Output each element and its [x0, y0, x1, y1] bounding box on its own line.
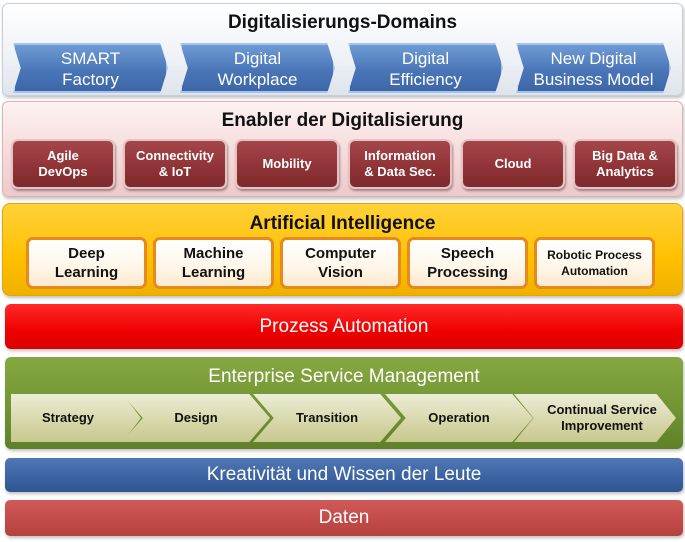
- enabler-mobility: Mobility: [235, 139, 339, 189]
- esm-stage-label: Design: [174, 410, 218, 425]
- esm-stage-transition: Transition: [253, 394, 401, 442]
- esm-title: Enterprise Service Management: [208, 366, 480, 387]
- enabler-label: Connectivity & IoT: [135, 148, 214, 179]
- esm-stage-strategy: Strategy: [11, 394, 141, 442]
- domains-title: Digitalisierungs-Domains: [227, 12, 458, 33]
- ai-robotic-process-automation: Robotic Process Automation: [534, 237, 655, 289]
- enabler-layer: Enabler der Digitalisierung Agile DevOps…: [2, 101, 683, 197]
- enabler-agile-devops: Agile DevOps: [11, 139, 115, 189]
- domain-label: New Digital Business Model: [533, 48, 654, 89]
- enabler-label: Information & Data Sec.: [364, 148, 436, 179]
- esm-stage-operation: Operation: [385, 394, 533, 442]
- esm-stage-design: Design: [122, 394, 270, 442]
- ai-computer-vision: Computer Vision: [280, 237, 401, 289]
- ai-label: Deep Learning: [54, 245, 119, 281]
- enabler-label: Mobility: [262, 156, 312, 171]
- ai-layer: Artificial Intelligence Deep Learning Ma…: [2, 203, 683, 296]
- domain-new-digital-business-model: New Digital Business Model: [516, 43, 671, 93]
- enabler-label: Agile DevOps: [38, 148, 88, 179]
- enabler-cloud: Cloud: [461, 139, 565, 189]
- enabler-big-data-analytics: Big Data & Analytics: [573, 139, 677, 189]
- domain-label: Digital Efficiency: [389, 48, 462, 89]
- enabler-label: Cloud: [494, 156, 532, 171]
- ai-speech-processing: Speech Processing: [407, 237, 528, 289]
- people-knowledge-layer: Kreativität und Wissen der Leute: [5, 458, 683, 492]
- esm-stage-label: Strategy: [41, 410, 95, 425]
- ai-label: Speech Processing: [427, 245, 508, 281]
- esm-layer: Enterprise Service Management Strategy D…: [5, 357, 683, 449]
- esm-stage-label: Operation: [428, 410, 490, 425]
- enabler-information-data-sec: Information & Data Sec.: [348, 139, 452, 189]
- domain-smart-factory: SMART Factory: [13, 43, 168, 93]
- ai-label: Machine Learning: [181, 245, 246, 281]
- enabler-connectivity-iot: Connectivity & IoT: [123, 139, 227, 189]
- domain-label: Digital Workplace: [217, 48, 298, 89]
- ai-title: Artificial Intelligence: [249, 213, 436, 234]
- ai-machine-learning: Machine Learning: [153, 237, 274, 289]
- ai-deep-learning: Deep Learning: [26, 237, 147, 289]
- enabler-label: Big Data & Analytics: [592, 148, 658, 179]
- domain-label: SMART Factory: [60, 48, 121, 89]
- domain-digital-efficiency: Digital Efficiency: [348, 43, 503, 93]
- domain-digital-workplace: Digital Workplace: [180, 43, 335, 93]
- domains-layer: Digitalisierungs-Domains SMART Factory D…: [2, 3, 683, 96]
- enabler-title: Enabler der Digitalisierung: [221, 110, 464, 131]
- esm-stage-label: Transition: [295, 410, 359, 425]
- process-automation-layer: Prozess Automation: [5, 304, 683, 349]
- data-layer: Daten: [5, 500, 683, 536]
- esm-stage-label: Continual Service Improvement: [547, 402, 657, 433]
- ai-label: Computer Vision: [305, 245, 376, 281]
- ai-label: Robotic Process Automation: [547, 248, 642, 278]
- esm-stage-continual-service-improvement: Continual Service Improvement: [514, 394, 676, 442]
